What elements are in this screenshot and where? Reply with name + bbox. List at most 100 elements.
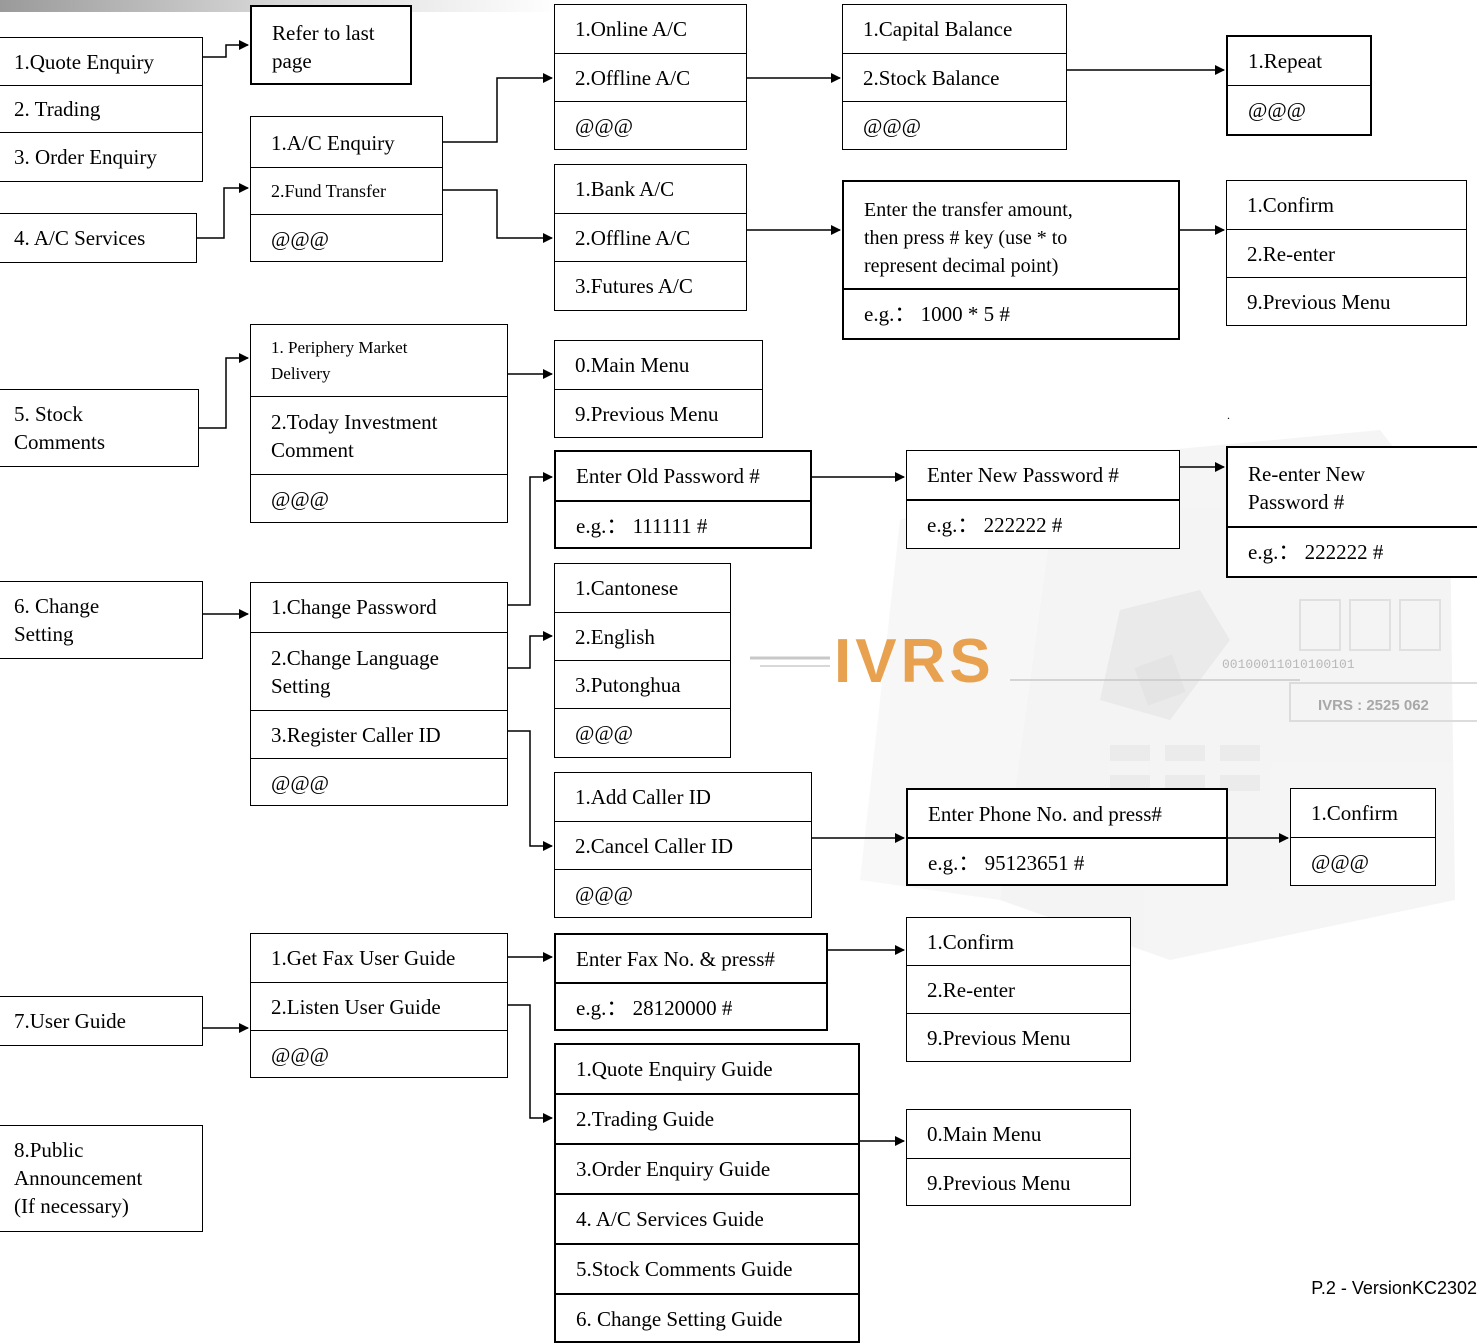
menu-item-stock-balance[interactable]: 2.Stock Balance bbox=[843, 54, 1066, 102]
menu-item-main-menu[interactable]: 0.Main Menu bbox=[555, 341, 762, 390]
menu-item-more[interactable]: @@@ bbox=[575, 882, 634, 906]
menu-item-change-password[interactable]: 1.Change Password bbox=[251, 583, 507, 633]
prompt-line: Password # bbox=[1248, 490, 1345, 514]
menu-item-confirm[interactable]: 1.Confirm bbox=[1227, 181, 1466, 230]
reenter-password-example: e.g.： 222222 # bbox=[1248, 540, 1384, 564]
menu-item-futures-ac[interactable]: 3.Futures A/C bbox=[575, 274, 693, 298]
menu-item-more[interactable]: @@@ bbox=[271, 487, 330, 511]
menu-item-re-enter[interactable]: 2.Re-enter bbox=[907, 966, 1130, 1014]
old-password-prompt: Enter Old Password # e.g.： 111111 # bbox=[554, 450, 812, 549]
ivrs-logo: IVRS bbox=[834, 627, 995, 696]
change-setting-menu: 1.Change Password 2.Change Language Sett… bbox=[250, 582, 508, 806]
arrow-language-to-list bbox=[507, 631, 553, 669]
menu-item-confirm[interactable]: 1.Confirm bbox=[1291, 789, 1435, 838]
ac-enquiry-accounts-menu: 1.Online A/C 2.Offline A/C @@@ bbox=[554, 4, 747, 150]
arrow-quote-to-refer bbox=[203, 40, 249, 58]
menu-item-previous-menu[interactable]: 9.Previous Menu bbox=[927, 1026, 1071, 1050]
menu-item-english[interactable]: 2.English bbox=[555, 613, 730, 661]
menu-item-repeat[interactable]: 1.Repeat bbox=[1228, 37, 1370, 86]
main-menu-label: 1.Quote Enquiry bbox=[14, 49, 154, 74]
ac-services-menu: 1.A/C Enquiry 2.Fund Transfer @@@ bbox=[250, 116, 443, 262]
phone-handset-icon bbox=[1100, 590, 1230, 720]
menu-item-previous-menu[interactable]: 9.Previous Menu bbox=[575, 402, 719, 426]
fund-transfer-accounts-menu: 1.Bank A/C 2.Offline A/C 3.Futures A/C bbox=[554, 164, 747, 311]
main-menu-label: Announcement bbox=[14, 1166, 143, 1190]
main-menu-order-enquiry[interactable]: 3. Order Enquiry bbox=[0, 132, 203, 182]
menu-item-listen-guide[interactable]: 2.Listen User Guide bbox=[251, 983, 507, 1031]
guide-list-menu: 1.Quote Enquiry Guide 2.Trading Guide 3.… bbox=[554, 1043, 860, 1343]
menu-item-label: 2.Change Language bbox=[271, 646, 439, 670]
main-menu-label: 4. A/C Services bbox=[14, 226, 146, 250]
main-menu-stock-comments[interactable]: 5. Stock Comments bbox=[0, 389, 199, 467]
comments-nav-menu: 0.Main Menu 9.Previous Menu bbox=[554, 340, 763, 438]
menu-item-cancel-caller-id[interactable]: 2.Cancel Caller ID bbox=[555, 822, 811, 870]
menu-item-trading-guide[interactable]: 2.Trading Guide bbox=[556, 1095, 858, 1145]
stray-mark: . bbox=[1227, 408, 1230, 422]
menu-item-more[interactable]: @@@ bbox=[271, 227, 330, 251]
menu-item-putonghua[interactable]: 3.Putonghua bbox=[555, 661, 730, 709]
main-menu-label: Comments bbox=[14, 430, 106, 454]
prompt-line: then press # key (use * to bbox=[864, 227, 1068, 249]
menu-item-more[interactable]: @@@ bbox=[575, 721, 634, 745]
menu-item-more[interactable]: @@@ bbox=[271, 1043, 330, 1067]
main-menu-quote-enquiry[interactable]: 1.Quote Enquiry bbox=[0, 37, 203, 86]
menu-item-periphery-market[interactable]: 1. Periphery Market Delivery bbox=[251, 325, 507, 397]
menu-item-re-enter[interactable]: 2.Re-enter bbox=[1227, 230, 1466, 278]
refer-line: Refer to last bbox=[272, 21, 375, 45]
guide-nav-menu: 0.Main Menu 9.Previous Menu bbox=[906, 1109, 1131, 1206]
menu-item-offline-ac[interactable]: 2.Offline A/C bbox=[555, 214, 746, 262]
new-password-label: Enter New Password # bbox=[907, 451, 1179, 501]
menu-item-offline-ac[interactable]: 2.Offline A/C bbox=[555, 54, 746, 102]
menu-item-more[interactable]: @@@ bbox=[1311, 850, 1370, 874]
menu-item-previous-menu[interactable]: 9.Previous Menu bbox=[1247, 290, 1391, 314]
menu-item-more[interactable]: @@@ bbox=[863, 114, 922, 138]
main-menu-label: Setting bbox=[14, 622, 74, 646]
arrow-services-to-acmenu bbox=[196, 183, 249, 239]
main-menu-user-guide[interactable]: 7.User Guide bbox=[0, 996, 203, 1046]
new-password-prompt: Enter New Password # e.g.： 222222 # bbox=[906, 450, 1180, 549]
main-menu-label: 7.User Guide bbox=[14, 1009, 126, 1033]
menu-item-main-menu[interactable]: 0.Main Menu bbox=[907, 1110, 1130, 1159]
user-guide-menu: 1.Get Fax User Guide 2.Listen User Guide… bbox=[250, 933, 508, 1078]
menu-item-confirm[interactable]: 1.Confirm bbox=[907, 918, 1130, 966]
main-menu-change-setting[interactable]: 6. Change Setting bbox=[0, 581, 203, 659]
menu-item-bank-ac[interactable]: 1.Bank A/C bbox=[555, 165, 746, 214]
menu-item-change-language[interactable]: 2.Change Language Setting bbox=[251, 633, 507, 711]
menu-item-previous-menu[interactable]: 9.Previous Menu bbox=[927, 1171, 1071, 1195]
menu-item-cantonese[interactable]: 1.Cantonese bbox=[555, 564, 730, 613]
menu-item-stock-comments-guide[interactable]: 5.Stock Comments Guide bbox=[556, 1245, 858, 1295]
refer-last-page-box: Refer to last page bbox=[250, 5, 412, 85]
menu-item-get-fax-guide[interactable]: 1.Get Fax User Guide bbox=[251, 934, 507, 983]
menu-item-today-investment[interactable]: 2.Today Investment Comment bbox=[251, 397, 507, 475]
menu-item-order-guide[interactable]: 3.Order Enquiry Guide bbox=[556, 1145, 858, 1195]
menu-item-change-setting-guide[interactable]: 6. Change Setting Guide bbox=[576, 1307, 783, 1331]
balance-menu: 1.Capital Balance 2.Stock Balance @@@ bbox=[842, 4, 1067, 150]
menu-item-label: 2.Today Investment bbox=[271, 410, 438, 434]
menu-item-more[interactable]: @@@ bbox=[1248, 98, 1307, 122]
menu-item-more[interactable]: @@@ bbox=[575, 114, 634, 138]
menu-item-register-caller-id[interactable]: 3.Register Caller ID bbox=[251, 711, 507, 759]
transfer-amount-instructions: Enter the transfer amount, then press # … bbox=[844, 182, 1178, 290]
language-menu: 1.Cantonese 2.English 3.Putonghua @@@ bbox=[554, 563, 731, 758]
menu-item-quote-guide[interactable]: 1.Quote Enquiry Guide bbox=[556, 1045, 858, 1095]
menu-item-more[interactable]: @@@ bbox=[271, 771, 330, 795]
main-menu-label: 3. Order Enquiry bbox=[14, 145, 157, 169]
menu-item-capital-balance[interactable]: 1.Capital Balance bbox=[843, 5, 1066, 54]
menu-item-label: Setting bbox=[271, 674, 331, 698]
phone-confirm-menu: 1.Confirm @@@ bbox=[1290, 788, 1436, 886]
menu-item-ac-enquiry[interactable]: 1.A/C Enquiry bbox=[251, 117, 442, 168]
main-menu-trading[interactable]: 2. Trading bbox=[0, 85, 203, 133]
main-menu-public-announcement[interactable]: 8.Public Announcement (If necessary) bbox=[0, 1125, 203, 1232]
menu-item-add-caller-id[interactable]: 1.Add Caller ID bbox=[555, 773, 811, 822]
prompt-line: Enter the transfer amount, bbox=[864, 199, 1073, 221]
menu-item-ac-services-guide[interactable]: 4. A/C Services Guide bbox=[556, 1195, 858, 1245]
menu-item-online-ac[interactable]: 1.Online A/C bbox=[555, 5, 746, 54]
stock-comments-menu: 1. Periphery Market Delivery 2.Today Inv… bbox=[250, 324, 508, 523]
main-menu-ac-services[interactable]: 4. A/C Services bbox=[0, 213, 197, 263]
refer-text: Refer to last page bbox=[252, 7, 410, 85]
arrow-caller-to-list bbox=[507, 730, 553, 851]
ivrs-phone-label: IVRS : 2525 062 bbox=[1318, 697, 1429, 714]
menu-item-fund-transfer[interactable]: 2.Fund Transfer bbox=[251, 168, 442, 215]
transfer-confirm-menu: 1.Confirm 2.Re-enter 9.Previous Menu bbox=[1226, 180, 1467, 326]
arrow-fund-to-accounts bbox=[441, 189, 553, 243]
